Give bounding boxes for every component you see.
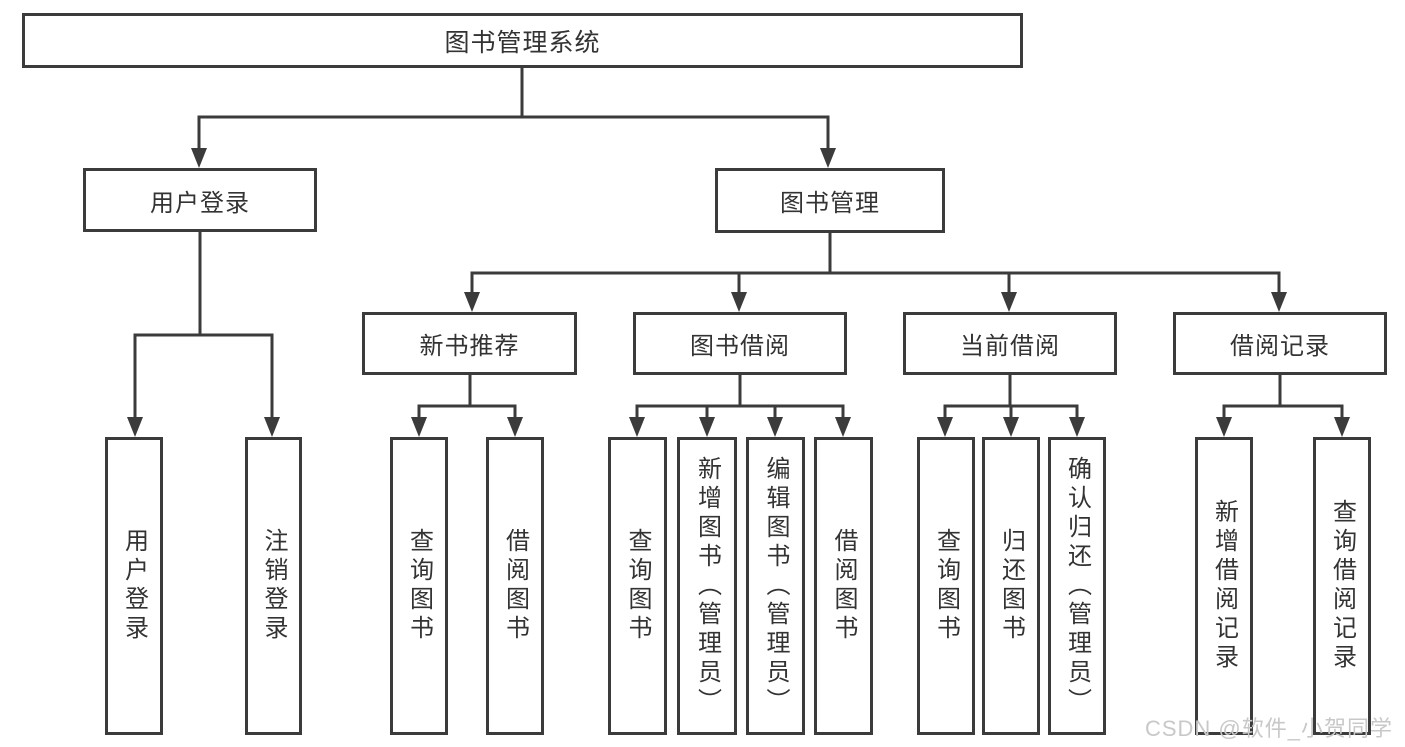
arrowhead-icon: [731, 292, 747, 312]
node-new-book-recommend: 新书推荐: [362, 312, 577, 375]
node-label-current-query-books: 查询图书: [932, 528, 960, 644]
arrowhead-icon: [191, 148, 207, 168]
connector-root-split: [191, 66, 836, 168]
arrowhead-icon: [507, 417, 523, 437]
node-rec-borrow-books: 借阅图书: [486, 437, 544, 735]
node-borrow-query-books: 查询图书: [608, 437, 667, 735]
node-borrow-lend-books: 借阅图书: [814, 437, 873, 735]
arrowhead-icon: [1216, 417, 1232, 437]
arrowhead-icon: [127, 417, 143, 437]
node-label-current-return-books: 归还图书: [997, 528, 1025, 644]
node-book-borrow: 图书借阅: [633, 312, 847, 375]
arrowhead-icon: [820, 148, 836, 168]
node-current-query-books: 查询图书: [917, 437, 975, 735]
node-label-root: 图书管理系统: [444, 28, 601, 57]
arrowhead-icon: [1069, 417, 1085, 437]
node-label-book-borrow: 图书借阅: [690, 333, 790, 360]
arrowhead-icon: [1001, 292, 1017, 312]
node-current-return-books: 归还图书: [982, 437, 1040, 735]
arrowhead-icon: [937, 417, 953, 437]
node-login: 用户登录: [105, 437, 163, 735]
connector-book-management-split: [464, 231, 1287, 312]
node-rec-query-books: 查询图书: [390, 437, 448, 735]
arrowhead-icon: [767, 417, 783, 437]
watermark: CSDN @软件_小贺同学: [1144, 716, 1393, 741]
node-label-rec-query-books: 查询图书: [405, 528, 433, 644]
node-label-borrow-add-books: 新增图书（管理员）: [693, 455, 721, 717]
node-user-login: 用户登录: [83, 168, 317, 232]
node-label-borrow-edit-books: 编辑图书（管理员）: [762, 455, 789, 717]
node-label-records-add: 新增借阅记录: [1210, 499, 1238, 673]
node-label-current-confirm-return: 确认归还（管理员）: [1063, 455, 1091, 717]
node-label-borrow-lend-books: 借阅图书: [830, 528, 857, 644]
arrowhead-icon: [835, 417, 851, 437]
arrowhead-icon: [264, 417, 280, 437]
connector-current-borrow-split: [937, 373, 1085, 437]
node-label-borrow-query-books: 查询图书: [624, 528, 651, 644]
node-label-rec-borrow-books: 借阅图书: [501, 528, 529, 644]
node-borrow-edit-books: 编辑图书（管理员）: [746, 437, 805, 735]
node-label-current-borrow: 当前借阅: [960, 333, 1060, 360]
connector-recommend-split: [411, 373, 523, 437]
node-borrow-add-books: 新增图书（管理员）: [677, 437, 737, 735]
arrowhead-icon: [411, 417, 427, 437]
node-label-borrow-records: 借阅记录: [1230, 333, 1330, 360]
node-current-borrow: 当前借阅: [903, 312, 1117, 375]
connector-book-borrow-split: [629, 373, 851, 437]
arrowhead-icon: [464, 292, 480, 312]
node-records-query: 查询借阅记录: [1313, 437, 1371, 735]
node-label-login: 用户登录: [120, 528, 148, 644]
node-label-records-query: 查询借阅记录: [1328, 499, 1356, 673]
arrowhead-icon: [1334, 417, 1350, 437]
connector-user-login-split: [127, 230, 280, 437]
arrowhead-icon: [1003, 417, 1019, 437]
node-label-logout: 注销登录: [260, 528, 287, 644]
connector-borrow-records-split: [1216, 373, 1350, 437]
arrowhead-icon: [1271, 292, 1287, 312]
node-label-user-login: 用户登录: [150, 189, 250, 217]
node-label-new-book-recommend: 新书推荐: [419, 333, 520, 360]
arrowhead-icon: [629, 417, 645, 437]
node-borrow-records: 借阅记录: [1173, 312, 1387, 375]
node-logout: 注销登录: [245, 437, 302, 735]
arrowhead-icon: [699, 417, 715, 437]
node-root: 图书管理系统: [22, 13, 1023, 68]
node-current-confirm-return: 确认归还（管理员）: [1048, 437, 1106, 735]
node-label-book-management: 图书管理: [780, 190, 880, 217]
node-records-add: 新增借阅记录: [1195, 437, 1253, 735]
node-book-management: 图书管理: [715, 168, 945, 233]
